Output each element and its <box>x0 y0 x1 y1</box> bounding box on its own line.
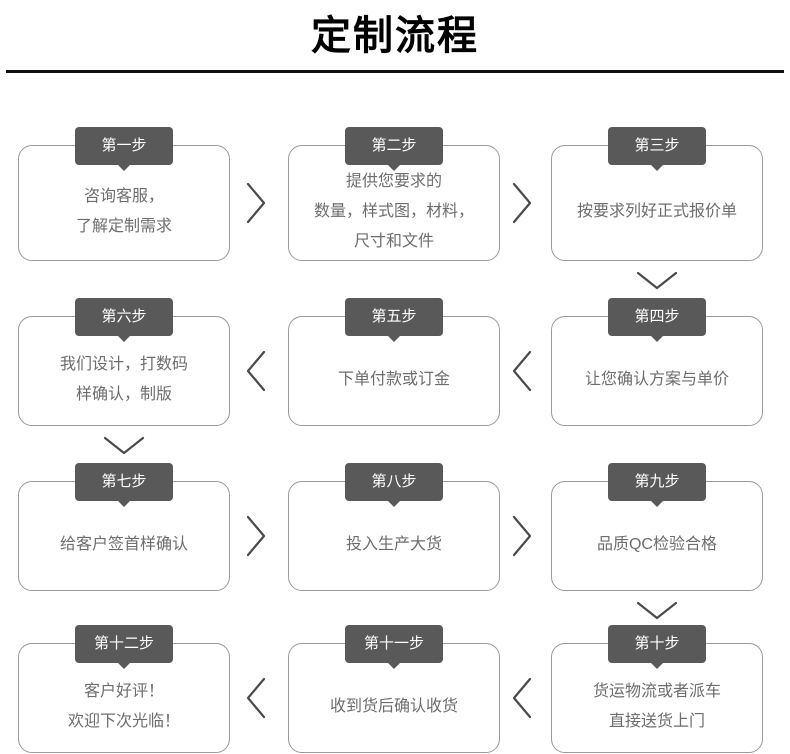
step-badge-10: 第十步 <box>608 625 706 669</box>
step-text-line: 直接送货上门 <box>608 713 705 730</box>
arrow-step6-to-step7 <box>100 431 148 459</box>
step-text-line: 按要求列好正式报价单 <box>576 203 737 220</box>
arrow-step11-to-step12 <box>242 675 270 721</box>
step-body-1: 咨询客服， 了解定制需求 <box>19 146 229 260</box>
step-text-line: 提供您要求的 <box>345 173 442 190</box>
step-badge-11: 第十一步 <box>345 625 443 669</box>
title-divider <box>6 70 784 73</box>
step-badge-2: 第二步 <box>345 127 443 171</box>
step-body-7: 给客户签首样确认 <box>19 482 229 590</box>
arrow-step7-to-step8 <box>242 513 270 559</box>
arrow-step8-to-step9 <box>508 513 536 559</box>
step-text-line: 数量，样式图，材料， <box>313 203 474 220</box>
step-text-line: 我们设计，打数码 <box>59 356 188 373</box>
step-card-3[interactable]: 第三步 按要求列好正式报价单 <box>551 127 763 261</box>
step-body-8: 投入生产大货 <box>289 482 499 590</box>
arrow-step3-to-step4 <box>633 266 681 294</box>
step-text-line: 了解定制需求 <box>75 218 172 235</box>
step-body-11: 收到货后确认收货 <box>289 644 499 752</box>
step-body-6: 我们设计，打数码 样确认，制版 <box>19 317 229 425</box>
arrow-step1-to-step2 <box>242 180 270 226</box>
arrow-step9-to-step10 <box>633 596 681 624</box>
page-title: 定制流程 <box>311 14 479 58</box>
step-card-11[interactable]: 第十一步 收到货后确认收货 <box>288 625 500 753</box>
title-section: 定制流程 <box>0 0 790 78</box>
step-badge-3: 第三步 <box>608 127 706 171</box>
step-body-9: 品质QC检验合格 <box>552 482 762 590</box>
step-card-12[interactable]: 第十二步 客户好评！ 欢迎下次光临！ <box>18 625 230 753</box>
step-badge-6: 第六步 <box>75 298 173 342</box>
arrow-step4-to-step5 <box>508 348 536 394</box>
step-text-line: 欢迎下次光临！ <box>67 713 180 730</box>
step-card-10[interactable]: 第十步 货运物流或者派车 直接送货上门 <box>551 625 763 753</box>
step-badge-4: 第四步 <box>608 298 706 342</box>
step-badge-12: 第十二步 <box>75 625 173 669</box>
step-text-line: 收到货后确认收货 <box>329 698 458 715</box>
step-body-3: 按要求列好正式报价单 <box>552 146 762 260</box>
step-badge-8: 第八步 <box>345 463 443 507</box>
step-body-5: 下单付款或订金 <box>289 317 499 425</box>
step-card-7[interactable]: 第七步 给客户签首样确认 <box>18 463 230 591</box>
step-text-line: 尺寸和文件 <box>353 233 434 250</box>
step-text-line: 客户好评！ <box>83 683 164 700</box>
step-card-6[interactable]: 第六步 我们设计，打数码 样确认，制版 <box>18 298 230 426</box>
step-badge-7: 第七步 <box>75 463 173 507</box>
arrow-step10-to-step11 <box>508 675 536 721</box>
step-text-line: 样确认，制版 <box>75 386 172 403</box>
step-badge-9: 第九步 <box>608 463 706 507</box>
step-body-10: 货运物流或者派车 直接送货上门 <box>552 644 762 752</box>
step-body-12: 客户好评！ 欢迎下次光临！ <box>19 644 229 752</box>
steps-grid: 第一步 咨询客服， 了解定制需求 第二步 提供您要求的 数量，样式图，材料， 尺… <box>0 78 790 754</box>
arrow-step5-to-step6 <box>242 348 270 394</box>
step-card-4[interactable]: 第四步 让您确认方案与单价 <box>551 298 763 426</box>
step-text-line: 让您确认方案与单价 <box>584 371 729 388</box>
step-text-line: 给客户签首样确认 <box>59 536 188 553</box>
step-text-line: 货运物流或者派车 <box>592 683 721 700</box>
step-card-9[interactable]: 第九步 品质QC检验合格 <box>551 463 763 591</box>
step-card-2[interactable]: 第二步 提供您要求的 数量，样式图，材料， 尺寸和文件 <box>288 127 500 261</box>
step-card-8[interactable]: 第八步 投入生产大货 <box>288 463 500 591</box>
step-text-line: 品质QC检验合格 <box>596 536 717 553</box>
step-text-line: 咨询客服， <box>83 188 164 205</box>
step-card-1[interactable]: 第一步 咨询客服， 了解定制需求 <box>18 127 230 261</box>
step-badge-1: 第一步 <box>75 127 173 171</box>
step-text-line: 下单付款或订金 <box>337 371 450 388</box>
step-text-line: 投入生产大货 <box>345 536 442 553</box>
arrow-step2-to-step3 <box>508 180 536 226</box>
step-body-2: 提供您要求的 数量，样式图，材料， 尺寸和文件 <box>289 146 499 260</box>
step-badge-5: 第五步 <box>345 298 443 342</box>
step-body-4: 让您确认方案与单价 <box>552 317 762 425</box>
step-card-5[interactable]: 第五步 下单付款或订金 <box>288 298 500 426</box>
